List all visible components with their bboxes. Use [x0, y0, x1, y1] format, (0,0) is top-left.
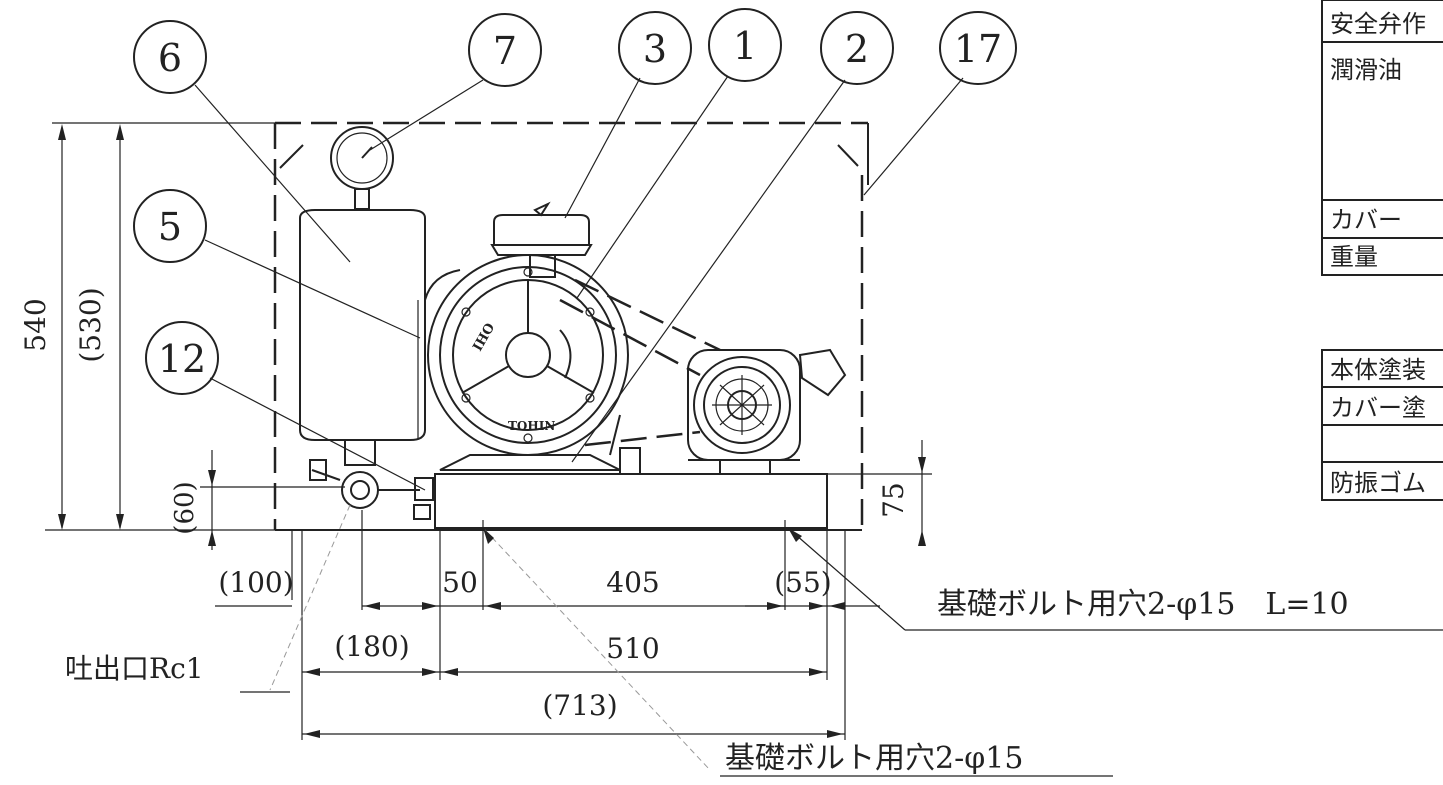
svg-text:2: 2 — [845, 27, 869, 71]
spec-table-2: 本体塗装 カバー塗 防振ゴム — [1321, 349, 1443, 501]
spec1-row-cover: カバー — [1330, 206, 1402, 234]
pump-brand-top: IHO — [470, 321, 498, 354]
dim-height-540: 540 — [19, 298, 52, 351]
annotations: 吐出口Rc1 基礎ボルト用穴2-φ15 L=10 基礎ボルト用穴2-φ15 — [65, 504, 1443, 777]
spec1-row-lubricant: 潤滑油 — [1330, 56, 1402, 84]
balloon-5: 5 — [133, 189, 421, 339]
blower-body-icon: IHO TOHIN — [427, 254, 629, 471]
tank-icon — [299, 209, 461, 466]
balloon-6: 6 — [133, 20, 351, 263]
spec2-row-body-paint: 本体塗装 — [1330, 356, 1426, 384]
svg-text:6: 6 — [158, 36, 182, 80]
svg-text:3: 3 — [643, 27, 667, 71]
svg-text:17: 17 — [954, 27, 1002, 71]
balloon-12: 12 — [145, 321, 426, 491]
spec1-row-weight: 重量 — [1330, 243, 1378, 271]
spec1-row-safety-valve: 安全弁作 — [1330, 10, 1426, 38]
dim-height-530: (530) — [74, 287, 107, 362]
cover-outline — [273, 121, 869, 531]
outlet-label: 吐出口Rc1 — [65, 652, 204, 685]
balloon-2: 2 — [571, 11, 894, 463]
dim-width-510: 510 — [606, 632, 659, 665]
foundation-bolt-label-long: 基礎ボルト用穴2-φ15 L=10 — [937, 587, 1349, 622]
motor-icon — [687, 348, 847, 461]
spec2-row-rubber: 防振ゴム — [1330, 469, 1426, 497]
balloon-3: 3 — [564, 11, 692, 219]
pump-brand-bottom: TOHIN — [508, 419, 555, 433]
foundation-bolt-label: 基礎ボルト用穴2-φ15 — [725, 741, 1023, 776]
v-belt-icon — [559, 278, 721, 447]
svg-text:1: 1 — [733, 24, 757, 68]
dim-width-100: (100) — [218, 566, 293, 599]
svg-text:5: 5 — [158, 205, 182, 249]
dim-width-713: (713) — [542, 689, 617, 722]
dimensions: 540 (530) (60) 75 (100) — [19, 122, 932, 740]
svg-text:12: 12 — [158, 337, 206, 381]
balloon-1: 1 — [576, 8, 782, 299]
dim-width-50: 50 — [442, 566, 478, 599]
dim-width-405: 405 — [606, 566, 659, 599]
balloons: 6 7 3 1 2 17 5 — [133, 8, 1017, 491]
spec2-row-cover-paint: カバー塗 — [1330, 394, 1426, 422]
balloon-7: 7 — [369, 13, 542, 151]
dim-width-55: (55) — [774, 566, 831, 599]
balloon-17: 17 — [863, 11, 1017, 196]
outlet-valve-icon — [309, 459, 434, 520]
svg-text:7: 7 — [493, 29, 517, 73]
dim-height-75: 75 — [877, 482, 910, 518]
spec-table-1: 安全弁作 潤滑油 カバー 重量 — [1321, 0, 1443, 276]
dim-width-180: (180) — [334, 630, 409, 663]
air-filter-icon — [490, 201, 593, 278]
dim-height-60: (60) — [170, 481, 200, 534]
pressure-gauge-icon — [330, 126, 394, 210]
